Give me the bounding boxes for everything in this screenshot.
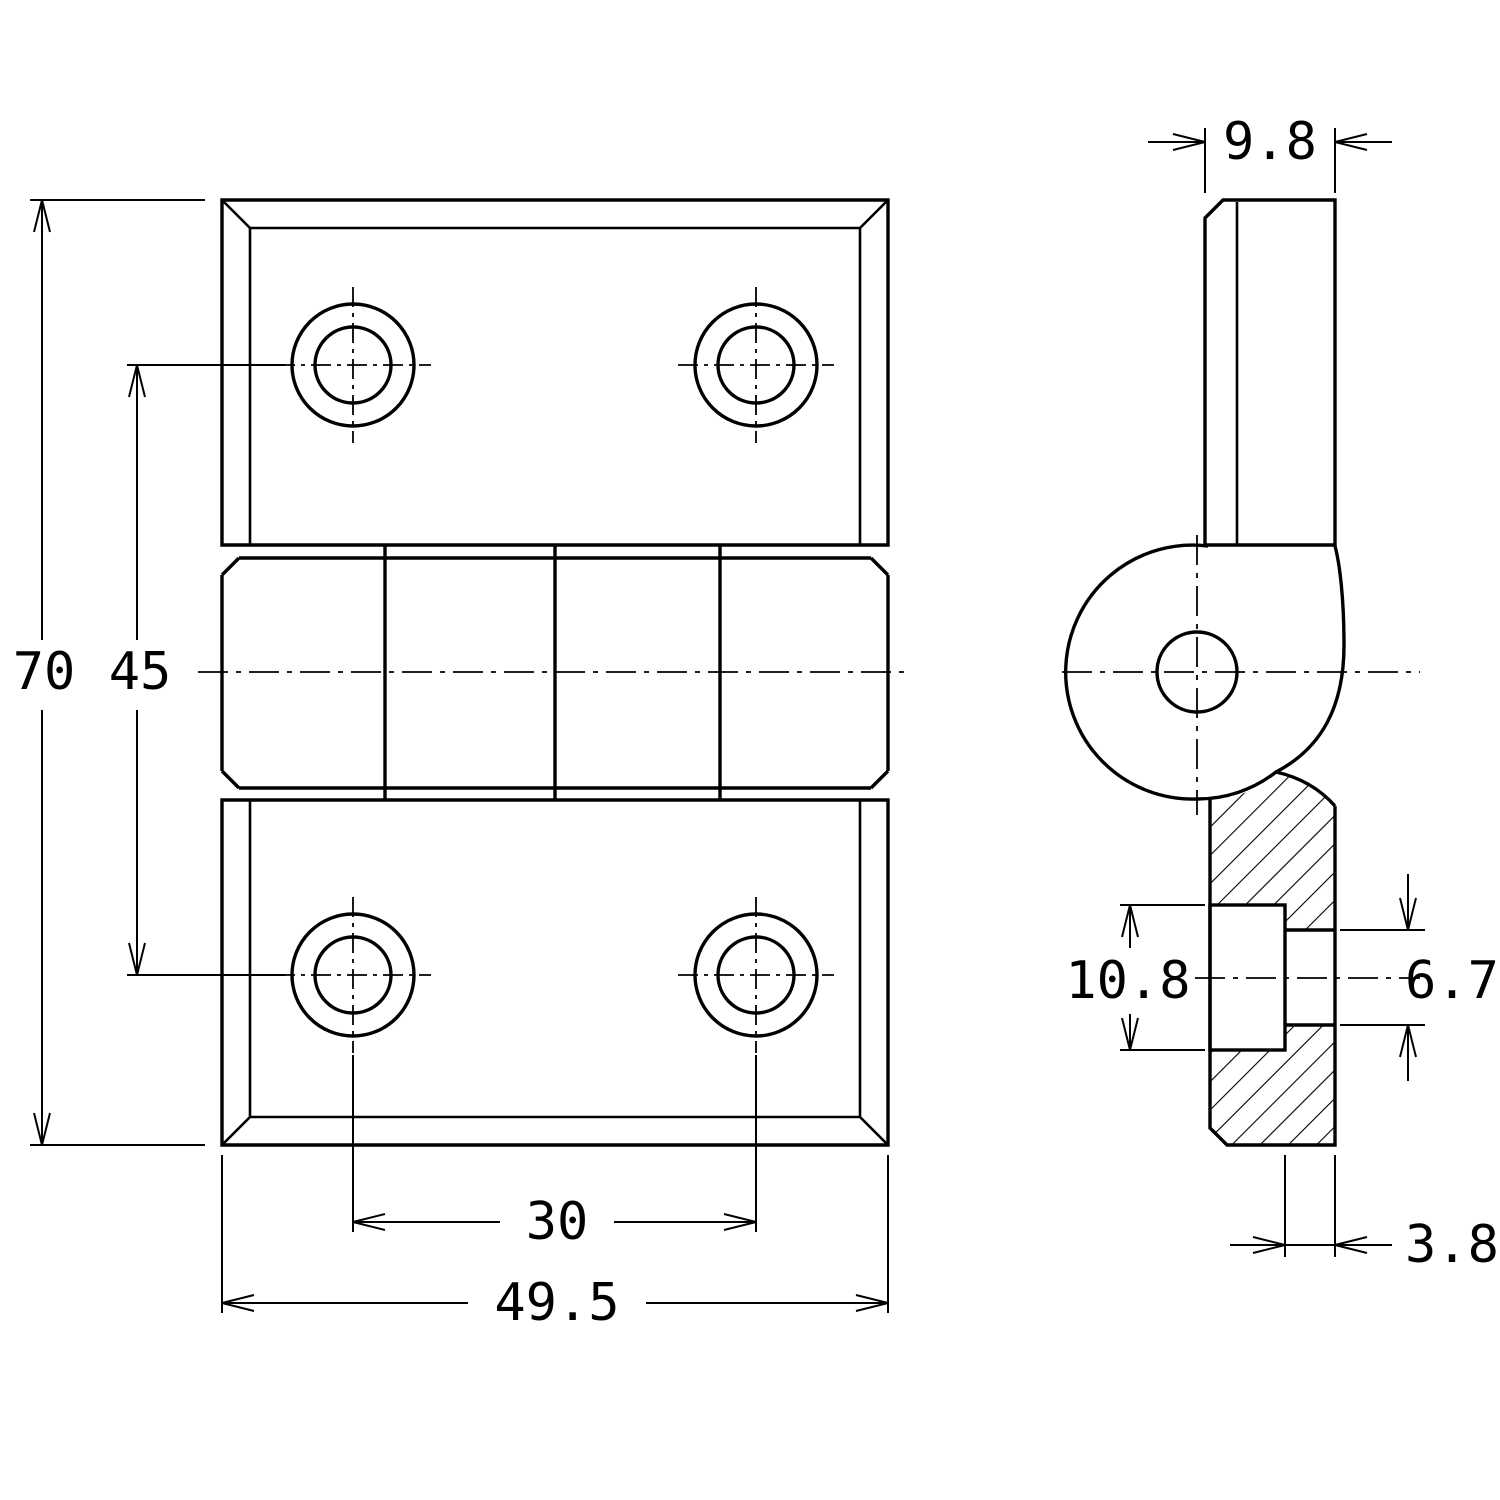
arrowheads: [1399, 897, 1417, 1058]
extension-lines: [1120, 904, 1205, 1051]
top-leaf-outline: [220, 198, 890, 547]
knuckle-centerline: [1062, 535, 1420, 815]
dimension-edge-offset: 3.8: [1230, 1155, 1499, 1275]
hole-centerline: [678, 287, 834, 443]
screw-hole-bottom-left: [275, 897, 431, 1053]
hole-centerline: [275, 287, 431, 443]
section-hatch-lower: [1210, 1025, 1335, 1145]
dimensions: 70 45 30 49.5 9.8: [13, 112, 1499, 1333]
dim-boss-height-value: 10.8: [1065, 951, 1190, 1011]
arrowheads: [128, 364, 146, 976]
extension-lines: [1204, 128, 1336, 193]
dimension-bore-width: 6.7: [1340, 874, 1499, 1081]
top-leaf-bevel: [221, 199, 889, 545]
dimension-hole-pitch-vertical: 45: [109, 364, 285, 976]
dim-hole-pitch-horizontal-value: 30: [526, 1192, 589, 1252]
side-plate-outline: [1203, 198, 1337, 547]
extension-lines: [1284, 1155, 1336, 1257]
dimension-overall-width: 49.5: [221, 1155, 889, 1333]
screw-hole-bottom-right: [678, 897, 834, 1053]
dim-hole-pitch-vertical-value: 45: [109, 642, 172, 702]
screw-hole-top-left: [275, 287, 431, 443]
dim-overall-width-value: 49.5: [494, 1273, 619, 1333]
dim-bore-width-value: 6.7: [1405, 951, 1499, 1011]
dimension-boss-height: 10.8: [1065, 904, 1205, 1051]
extension-lines: [1340, 929, 1425, 1026]
extension-lines: [221, 1155, 889, 1313]
extension-lines: [352, 1055, 757, 1232]
extension-lines: [30, 199, 205, 1146]
hole-centerline: [275, 897, 431, 1053]
dimension-plate-thickness: 9.8: [1148, 112, 1392, 193]
arrowheads: [352, 1213, 757, 1231]
dim-plate-thickness-value: 9.8: [1223, 112, 1317, 172]
section-hatch-upper: [1210, 772, 1335, 930]
dim-overall-height-value: 70: [13, 642, 76, 702]
arrowheads: [1172, 133, 1368, 151]
arrowheads: [33, 199, 51, 1146]
extension-lines: [127, 364, 285, 976]
knuckle-lobe-outline: [1063, 543, 1346, 801]
arrowheads: [1252, 1236, 1368, 1254]
arrowheads: [1121, 904, 1139, 1051]
side-view: [1062, 198, 1420, 1147]
dimension-overall-height: 70: [13, 199, 205, 1146]
hole-centerline: [678, 897, 834, 1053]
dimension-hole-pitch-horizontal: 30: [352, 1055, 757, 1252]
bottom-leaf-bevel: [221, 800, 889, 1146]
front-view: [198, 198, 912, 1147]
bore-edges: [1285, 928, 1335, 1027]
screw-hole-top-right: [678, 287, 834, 443]
dim-edge-offset-value: 3.8: [1405, 1215, 1499, 1275]
arrowheads: [221, 1294, 889, 1312]
